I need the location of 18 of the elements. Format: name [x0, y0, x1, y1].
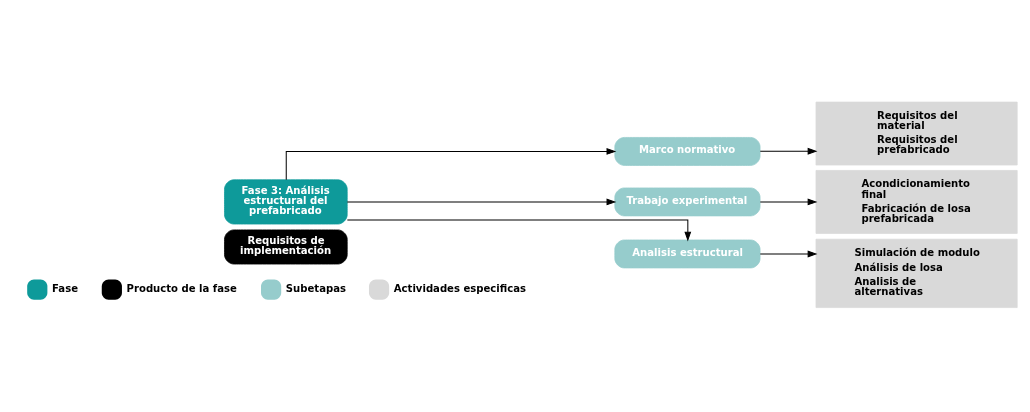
node-box: Trabajo experimental: [614, 187, 761, 217]
node-box: Simulación de modulo Análisis de losa Analisis de alternativas: [815, 238, 1018, 308]
legend-label: Fase: [52, 282, 78, 294]
node-box: Marco normativo: [614, 137, 761, 166]
arrow: [346, 219, 692, 242]
node-box: Requisitos del material Requisitos del prefabricado: [815, 101, 1018, 166]
legend-label: Subetapas: [285, 282, 346, 294]
legend-label: Actividades especificas: [393, 282, 527, 294]
arrow: [759, 147, 818, 155]
node-box: Requisitos de implementación: [224, 229, 348, 265]
node-box: Fase 3: Análisis estructural del prefabricado: [224, 179, 348, 225]
legend-label: Producto de la fase: [126, 282, 237, 294]
arrow: [285, 148, 617, 181]
arrow: [346, 198, 617, 206]
node-box: Acondicionamiento final Fabricación de losa prefabricada: [815, 170, 1018, 234]
arrow: [759, 250, 818, 258]
arrow: [759, 198, 818, 206]
node-box: Analisis estructural: [614, 239, 761, 269]
